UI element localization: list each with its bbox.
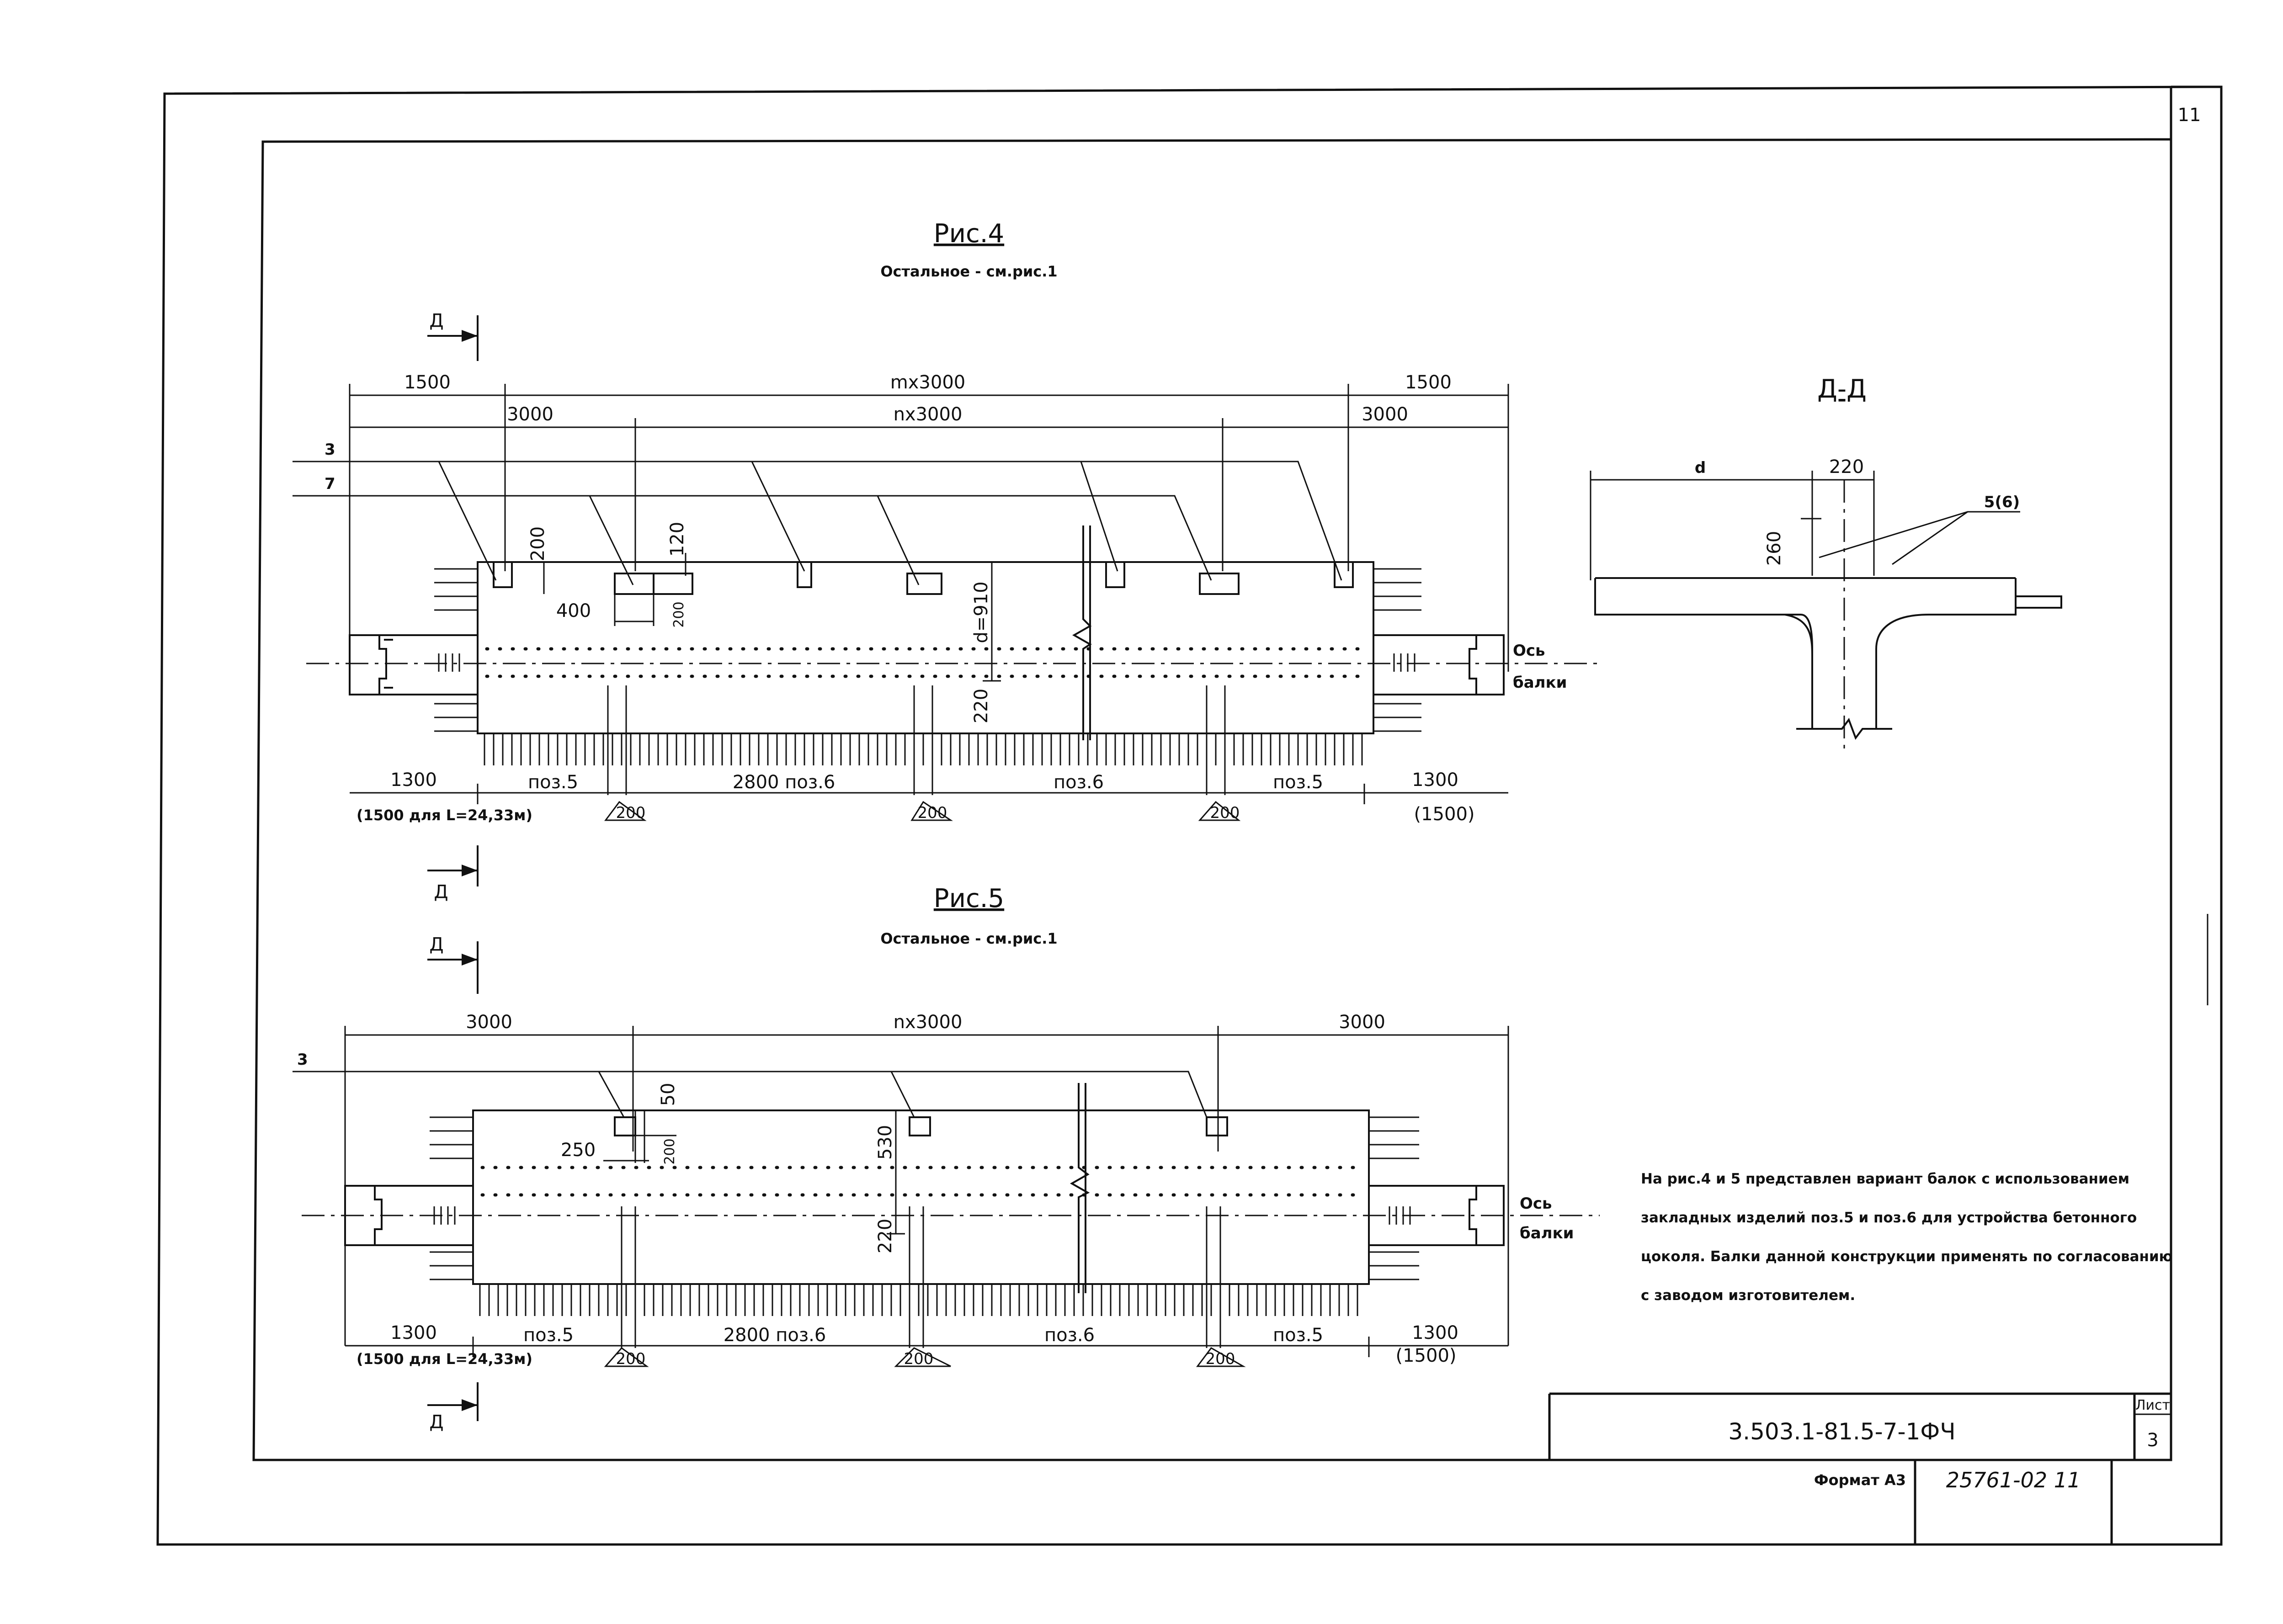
note-line-4: с заводом изготовителем. [1641, 1287, 1855, 1304]
note-line-3: цоколя. Балки данной конструкции применя… [1641, 1248, 2173, 1265]
fig4-axis-label-2: балки [1513, 674, 1567, 692]
fig4-dim-3000-left: 3000 [507, 404, 553, 425]
figure-5: Рис.5 Остальное - см.рис.1 Д Д 3000 nx30… [293, 884, 1600, 1433]
corner-number: 11 [2178, 105, 2201, 126]
fig5-supports: 200 200 200 [604, 1347, 1246, 1368]
title-block-inventory: 25761-02 11 [1946, 1468, 2081, 1492]
fig5-dim-3000-right: 3000 [1339, 1012, 1385, 1033]
fig5-dim-530: 530 [875, 1125, 896, 1160]
title-block: 3.503.1-81.5-7-1ФЧ Лист 3 Формат А3 2576… [1548, 1392, 2171, 1544]
fig4-leader-3: 3 [325, 440, 335, 459]
fig4-bottom-note-right: (1500) [1414, 804, 1474, 825]
title-block-format: Формат А3 [1814, 1471, 1906, 1489]
fig4-support-mark-2: 200 [918, 804, 947, 822]
fig4-subtitle: Остальное - см.рис.1 [880, 263, 1057, 280]
fig4-section-mark-top: Д [427, 310, 479, 361]
fig4-bottom-dim-poz6: поз.6 [1054, 772, 1104, 793]
fig5-support-mark-3: 200 [1206, 1350, 1235, 1368]
section-dd-dim-220: 220 [1829, 456, 1864, 478]
note-line-2: закладных изделий поз.5 и поз.6 для устр… [1641, 1210, 2137, 1226]
note-line-1: На рис.4 и 5 представлен вариант балок с… [1641, 1171, 2129, 1187]
fig5-subtitle: Остальное - см.рис.1 [880, 930, 1057, 947]
fig4-title: Рис.4 [934, 219, 1004, 249]
fig4-supports: 200 200 200 [604, 801, 1241, 822]
fig4-dim-d: d=910 [971, 581, 992, 643]
fig5-dim-50: 50 [658, 1083, 679, 1106]
fig4-dim-3000-right: 3000 [1362, 404, 1408, 425]
fig4-dim-mx3000: mx3000 [890, 372, 965, 393]
title-block-sheet-number: 3 [2147, 1430, 2158, 1451]
fig4-leader-7: 7 [325, 475, 335, 493]
fig4-bottom-dim-1300-left: 1300 [390, 770, 437, 791]
fig5-bottom-dim-2800-poz6: 2800 поз.6 [724, 1325, 826, 1346]
fig4-section-letter-bottom: Д [434, 881, 448, 902]
fig5-dim-250: 250 [561, 1140, 596, 1161]
fig4-dim-220: 220 [971, 689, 992, 723]
fig5-support-mark-2: 200 [904, 1350, 934, 1368]
fig5-axis-label-1: Ось [1520, 1194, 1552, 1213]
section-dd-title: Д-Д [1817, 374, 1867, 404]
fig4-support-mark-1: 200 [616, 804, 646, 822]
fig4-stirrup-comb [484, 733, 1363, 765]
fig5-section-mark-bottom: Д [427, 1382, 479, 1433]
fig4-right-bars [1373, 568, 1505, 732]
fig5-dim-nx3000: nx3000 [894, 1012, 963, 1033]
fig5-left-bars [344, 1116, 473, 1280]
fig5-bottom-note-left: (1500 для L=24,33м) [357, 1350, 532, 1368]
sheet-frames [156, 85, 2223, 1546]
fig5-bottom-dim-1300-left: 1300 [390, 1322, 437, 1343]
section-dd: Д-Д d 220 260 5(6) [1590, 374, 2062, 749]
figure-4: Рис.4 Остальное - см.рис.1 Д Д 1500 mx30… [293, 219, 1600, 902]
fig5-axis-label-2: балки [1520, 1224, 1574, 1242]
section-dd-dim-260: 260 [1764, 531, 1785, 566]
fig4-bottom-dim-2800-poz6: 2800 поз.6 [733, 772, 836, 793]
fig4-dim-400: 400 [556, 600, 591, 621]
fig4-bottom-note-left: (1500 для L=24,33м) [357, 807, 532, 824]
fig5-bottom-note-right: (1500) [1395, 1345, 1456, 1366]
fig4-dim-200b: 200 [671, 601, 687, 627]
fig4-bottom-dim-1300-right: 1300 [1412, 770, 1458, 791]
fig5-bottom-dim-1300-right: 1300 [1412, 1322, 1458, 1343]
fig5-dim-3000-left: 3000 [466, 1012, 512, 1033]
fig4-dim-1500-left: 1500 [404, 372, 451, 393]
fig5-bottom-dim-poz5-right: поз.5 [1273, 1325, 1323, 1346]
title-block-code: 3.503.1-81.5-7-1ФЧ [1728, 1418, 1955, 1445]
fig5-title: Рис.5 [934, 884, 1004, 913]
fig5-bottom-dim-poz5-left: поз.5 [523, 1325, 574, 1346]
fig4-bottom-dim-poz5-right: поз.5 [1273, 772, 1323, 793]
section-dd-dim-d: d [1695, 459, 1706, 477]
fig4-dim-200: 200 [527, 526, 548, 561]
fig5-support-mark-1: 200 [616, 1350, 646, 1368]
fig4-section-mark-bottom: Д [427, 845, 479, 902]
fig4-section-letter-top: Д [429, 310, 443, 331]
fig4-left-bars [349, 568, 478, 732]
fig4-dim-120: 120 [667, 522, 688, 557]
fig4-dim-1500-right: 1500 [1405, 372, 1452, 393]
fig5-section-letter-bottom: Д [429, 1412, 443, 1433]
fig5-dim-220: 220 [875, 1219, 896, 1253]
fig5-section-letter-top: Д [429, 934, 443, 955]
fig4-axis-label-1: Ось [1513, 642, 1545, 660]
section-dd-leader-label: 5(6) [1984, 493, 2020, 511]
title-block-sheet-label: Лист [2135, 1397, 2170, 1413]
general-note: На рис.4 и 5 представлен вариант балок с… [1641, 1171, 2173, 1304]
fig4-support-mark-3: 200 [1210, 804, 1240, 822]
fig4-bottom-dim-poz5-left: поз.5 [528, 772, 578, 793]
fig5-leader-3: 3 [297, 1051, 308, 1069]
fig5-dim-200: 200 [662, 1138, 678, 1164]
fig5-right-bars [1369, 1116, 1505, 1280]
fig5-section-mark-top: Д [427, 934, 479, 994]
fig4-dim-nx3000: nx3000 [894, 404, 963, 425]
fig5-stirrup-comb [479, 1284, 1358, 1316]
fig5-bottom-dim-poz6: поз.6 [1044, 1325, 1095, 1346]
